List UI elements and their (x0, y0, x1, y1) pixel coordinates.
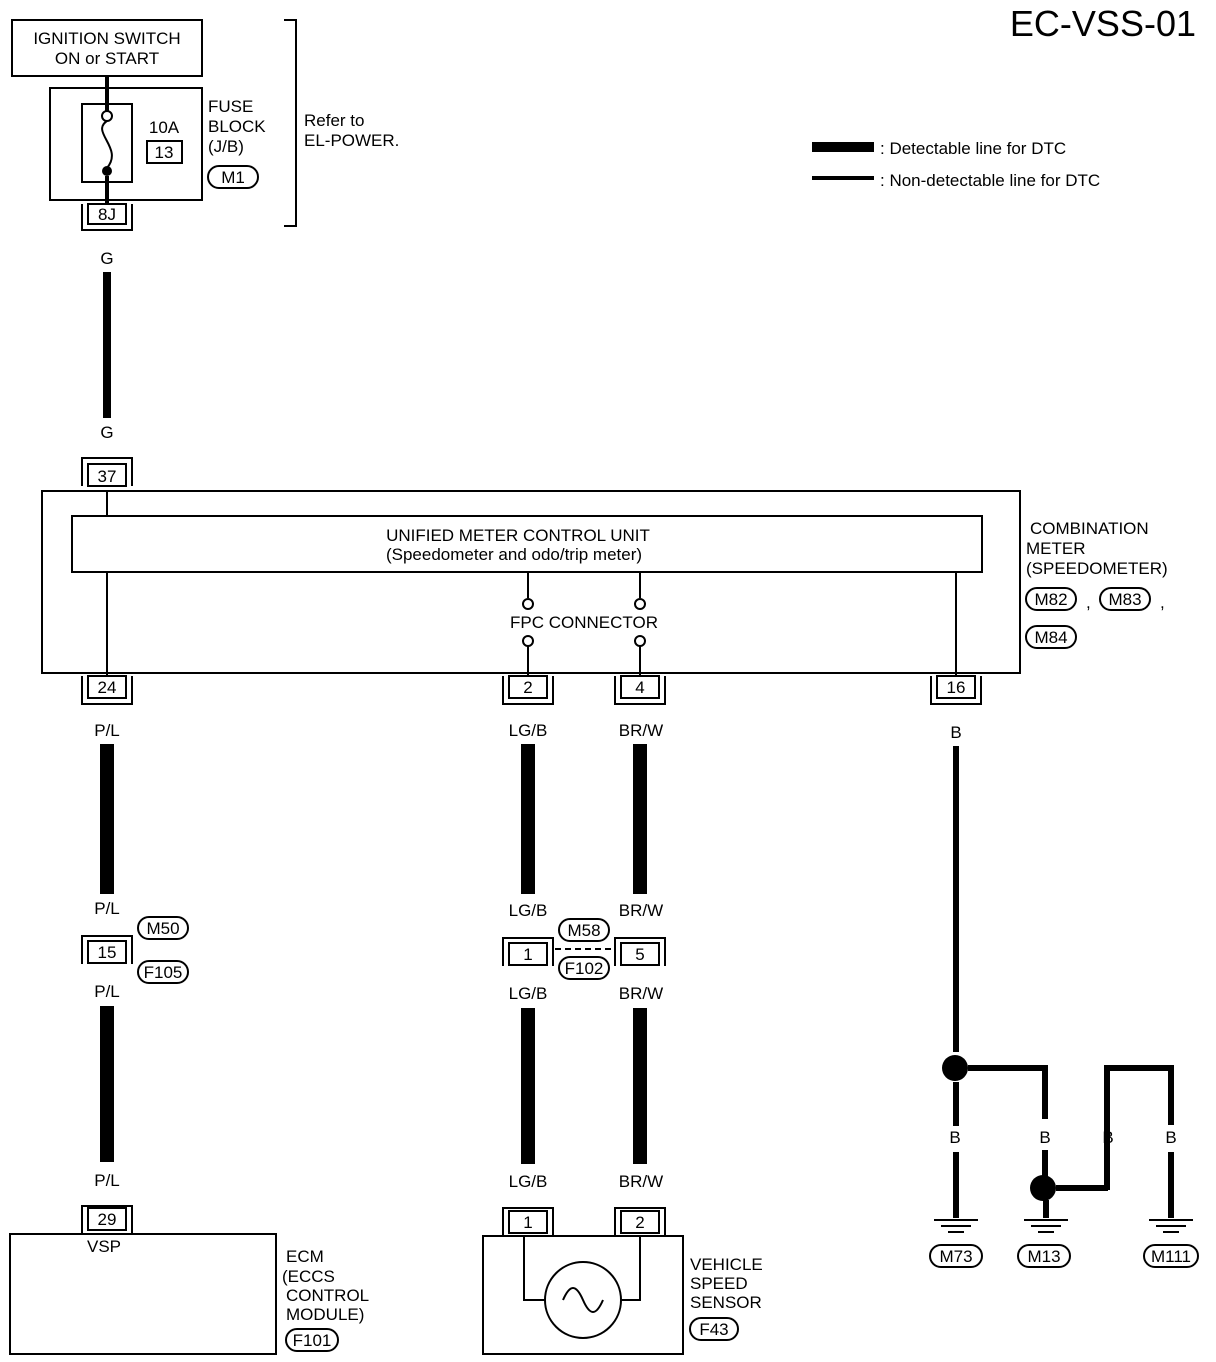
wire-color-b: B (1165, 1128, 1176, 1147)
meter-bottom-pins: 24 2 4 16 (81, 675, 982, 705)
meter-connector-m82: M82 (1034, 590, 1067, 609)
meter-pin-16: 16 (947, 678, 966, 697)
wire-lgb: LG/B LG/B 1 LG/B LG/B (502, 721, 554, 1191)
ecm-name-4: MODULE) (286, 1305, 364, 1324)
ignition-switch-state: ON or START (55, 49, 159, 68)
ecm-connector-f101: F101 (293, 1331, 332, 1350)
wire-color-lgb: LG/B (509, 1172, 548, 1191)
legend: : Detectable line for DTC : Non-detectab… (812, 139, 1100, 190)
legend-thick-line (812, 142, 874, 152)
wire-color-g-top: G (100, 249, 113, 268)
fuse-block-label: FUSE (208, 97, 253, 116)
wire-color-pl: P/L (94, 982, 120, 1001)
fuse-block-label-3: (J/B) (208, 137, 244, 156)
fuse-block-connector: M1 (221, 168, 245, 187)
ground-connector-m73: M73 (939, 1247, 972, 1266)
legend-detectable-label: : Detectable line for DTC (880, 139, 1066, 158)
meter-unit-subtitle: (Speedometer and odo/trip meter) (386, 545, 642, 564)
ground-circuit: B B B B B (929, 723, 1199, 1268)
splice-point (942, 1055, 968, 1081)
wire-color-b: B (950, 723, 961, 742)
wire-brw: BR/W BR/W 5 BR/W BR/W (614, 721, 666, 1191)
wire-color-b: B (949, 1128, 960, 1147)
ignition-switch: IGNITION SWITCH ON or START (11, 19, 203, 77)
sensor-name-2: SPEED (690, 1274, 748, 1293)
junction-connector-f105: F105 (144, 963, 183, 982)
refer-note-target: EL-POWER. (304, 131, 399, 150)
ecm-terminal-vsp: VSP (87, 1237, 121, 1256)
wire-color-lgb: LG/B (509, 984, 548, 1003)
wire-color-brw: BR/W (619, 901, 663, 920)
meter-name-2: METER (1026, 539, 1086, 558)
vehicle-speed-sensor: 1 2 VEHICLE SPEED SENSOR F43 (482, 1207, 763, 1355)
junction-pin-1: 1 (523, 945, 532, 964)
wire-color-lgb: LG/B (509, 721, 548, 740)
junction-connector-m58: M58 (567, 921, 600, 940)
meter-connector-m84: M84 (1034, 628, 1067, 647)
junction-connector-f102: F102 (565, 959, 604, 978)
ground-icon (934, 1219, 978, 1233)
fuse-terminal-top (101, 110, 113, 122)
ac-generator-icon (544, 1261, 622, 1339)
ecm: 29 VSP ECM (ECCS CONTROL MODULE) F101 (9, 1205, 369, 1355)
page-title: EC-VSS-01 (1010, 3, 1196, 44)
meter-connector-m83: M83 (1108, 590, 1141, 609)
meter-pin-24: 24 (98, 678, 117, 697)
meter-name-3: (SPEEDOMETER) (1026, 559, 1168, 578)
junction-pin-15: 15 (98, 943, 117, 962)
wire-g (103, 272, 111, 418)
sensor-pin-2: 2 (635, 1213, 644, 1232)
wire-color-b: B (1039, 1128, 1050, 1147)
fuse-block-pin: 8J (98, 205, 116, 224)
fuse-block-label-2: BLOCK (208, 117, 266, 136)
fpc-connector-label: FPC CONNECTOR (510, 613, 658, 632)
wire-color-b: B (1102, 1128, 1113, 1147)
ecm-name-3: CONTROL (286, 1286, 369, 1305)
legend-thin-line (812, 176, 874, 180)
meter-pin-37: 37 (98, 467, 117, 486)
connector-separator: , (1160, 593, 1165, 612)
splice-point (1030, 1175, 1056, 1201)
fuse-number: 13 (155, 143, 174, 162)
connector-separator: , (1086, 593, 1091, 612)
wire-color-pl: P/L (94, 899, 120, 918)
sensor-connector-f43: F43 (699, 1320, 728, 1339)
wire-color-brw: BR/W (619, 1172, 663, 1191)
ground-connector-m111: M111 (1151, 1247, 1191, 1266)
meter-unit-title: UNIFIED METER CONTROL UNIT (386, 526, 650, 545)
sine-wave-icon (562, 1287, 604, 1313)
ignition-switch-label: IGNITION SWITCH (33, 29, 180, 48)
wire-color-brw: BR/W (619, 721, 663, 740)
ecm-name: ECM (286, 1247, 324, 1266)
fuse-icon (101, 120, 113, 169)
fuse-rating: 10A (149, 118, 180, 137)
fuse-block: 10A 13 FUSE BLOCK (J/B) M1 8J (49, 87, 266, 231)
refer-bracket (284, 19, 297, 227)
sensor-name: VEHICLE (690, 1255, 763, 1274)
wire-color-g-bottom: G (100, 423, 113, 442)
ground-connector-m13: M13 (1027, 1247, 1060, 1266)
fuse-terminal-bottom (102, 166, 112, 176)
wire-color-brw: BR/W (619, 984, 663, 1003)
ecm-pin-29: 29 (98, 1210, 117, 1229)
sensor-pin-1: 1 (523, 1213, 532, 1232)
ecm-name-2: (ECCS (282, 1267, 335, 1286)
meter-pin-4: 4 (635, 678, 644, 697)
ground-icon (1024, 1219, 1068, 1233)
combination-meter: UNIFIED METER CONTROL UNIT (Speedometer … (41, 490, 1168, 678)
wire-color-pl: P/L (94, 721, 120, 740)
junction-pin-5: 5 (635, 945, 644, 964)
refer-note: Refer to (304, 111, 364, 130)
meter-name: COMBINATION (1030, 519, 1149, 538)
sensor-name-3: SENSOR (690, 1293, 762, 1312)
wire-color-pl: P/L (94, 1171, 120, 1190)
junction-connector-m50: M50 (146, 919, 179, 938)
wire-color-lgb: LG/B (509, 901, 548, 920)
ground-icon (1149, 1219, 1193, 1233)
wire-pl: P/L P/L 15 M50 F105 P/L P/L (81, 721, 189, 1190)
legend-non-detectable-label: : Non-detectable line for DTC (880, 171, 1100, 190)
meter-pin-2: 2 (523, 678, 532, 697)
